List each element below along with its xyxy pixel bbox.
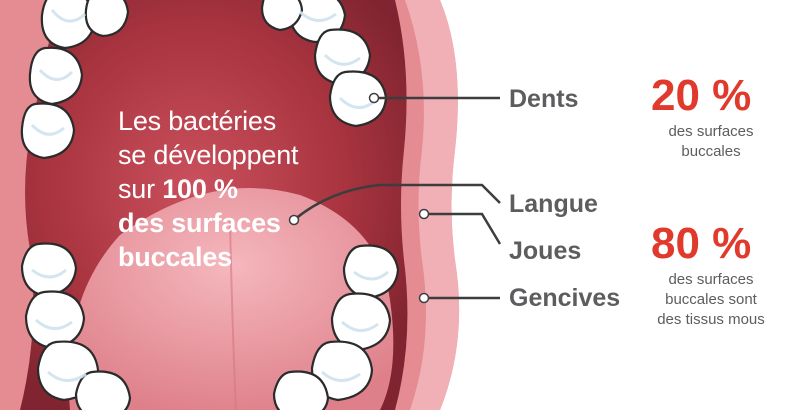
stat-teeth-desc: des surfaces buccales (651, 122, 771, 162)
callout-line-cheeks (424, 212, 502, 245)
label-cheeks: Joues (509, 237, 582, 265)
headline: Les bactéries se développent sur 100 % d… (118, 104, 418, 274)
label-teeth: Dents (509, 85, 579, 113)
lower-left-teeth (20, 242, 132, 410)
dot-teeth (368, 92, 380, 104)
stat-soft-tissue-desc: des surfaces buccales sont des tissus mo… (651, 270, 771, 330)
stat-soft-tissue-desc-line: buccales sont (665, 291, 757, 308)
headline-line-1: Les bactéries (118, 106, 276, 136)
upper-left-teeth (20, 0, 130, 160)
stat-soft-tissue: 80 % des surfaces buccales sont des tiss… (651, 222, 796, 330)
headline-line-3: sur 100 % (118, 172, 418, 206)
dot-tongue (288, 214, 300, 226)
stat-soft-tissue-desc-line: des tissus mous (657, 311, 765, 328)
lip-highlight (405, 0, 460, 410)
stat-teeth-value: 20 % (651, 71, 752, 120)
upper-right-teeth (260, 0, 388, 128)
callout-line-tongue (293, 183, 501, 221)
lower-right-teeth (272, 244, 400, 410)
dot-cheeks (418, 208, 430, 220)
headline-line-3-prefix: sur (118, 174, 163, 204)
headline-line-2: se développent (118, 140, 299, 170)
stat-soft-tissue-desc-line: des surfaces (668, 271, 754, 288)
headline-line-3-strong: 100 % (162, 174, 238, 204)
label-gums: Gencives (509, 284, 621, 312)
headline-line-4: des surfaces (118, 208, 281, 238)
stat-teeth-desc-line: buccales (681, 143, 741, 160)
stat-teeth: 20 % des surfaces buccales (651, 74, 796, 162)
dot-gums (418, 292, 430, 304)
callout-dots (288, 92, 430, 304)
stat-soft-tissue-value: 80 % (651, 219, 752, 268)
callout-lines (293, 96, 502, 300)
tongue-groove (229, 219, 237, 410)
headline-line-5: buccales (118, 242, 232, 272)
stat-teeth-desc-line: des surfaces (668, 123, 754, 140)
label-tongue: Langue (509, 190, 598, 218)
